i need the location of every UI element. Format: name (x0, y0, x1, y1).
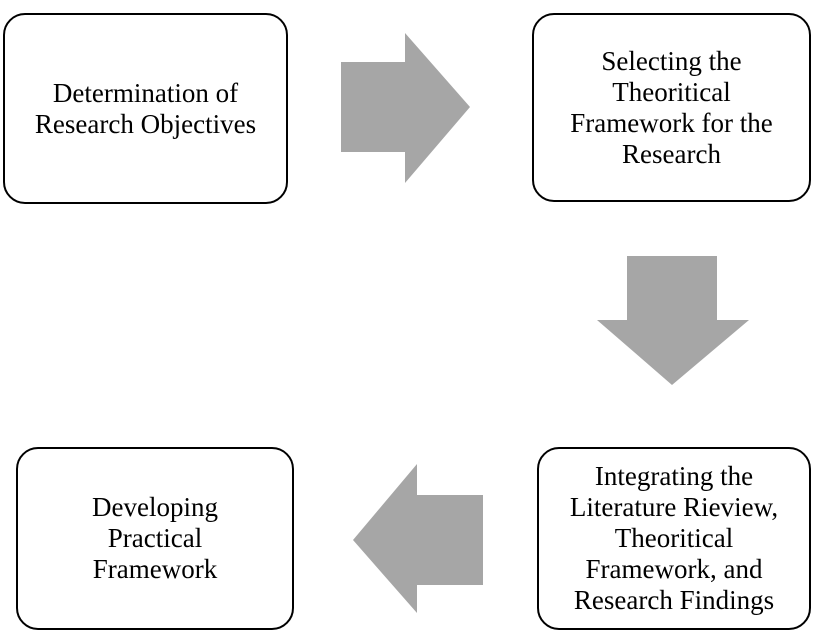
arrow-left-icon (353, 464, 483, 613)
step-label: Integrating the Literature Rieview, Theo… (569, 461, 779, 615)
step-label: Developing Practical Framework (92, 492, 218, 584)
step-box-determination-of-research-objectives: Determination of Research Objectives (3, 13, 288, 204)
step-box-selecting-theoretical-framework: Selecting the Theoritical Framework for … (532, 13, 811, 202)
step-label: Determination of Research Objectives (34, 77, 257, 139)
step-box-developing-practical-framework: Developing Practical Framework (16, 447, 294, 630)
arrow-down-icon (597, 256, 749, 385)
step-box-integrating-literature-review: Integrating the Literature Rieview, Theo… (537, 447, 811, 630)
step-label: Selecting the Theoritical Framework for … (570, 45, 773, 169)
arrow-right-icon (341, 33, 470, 183)
